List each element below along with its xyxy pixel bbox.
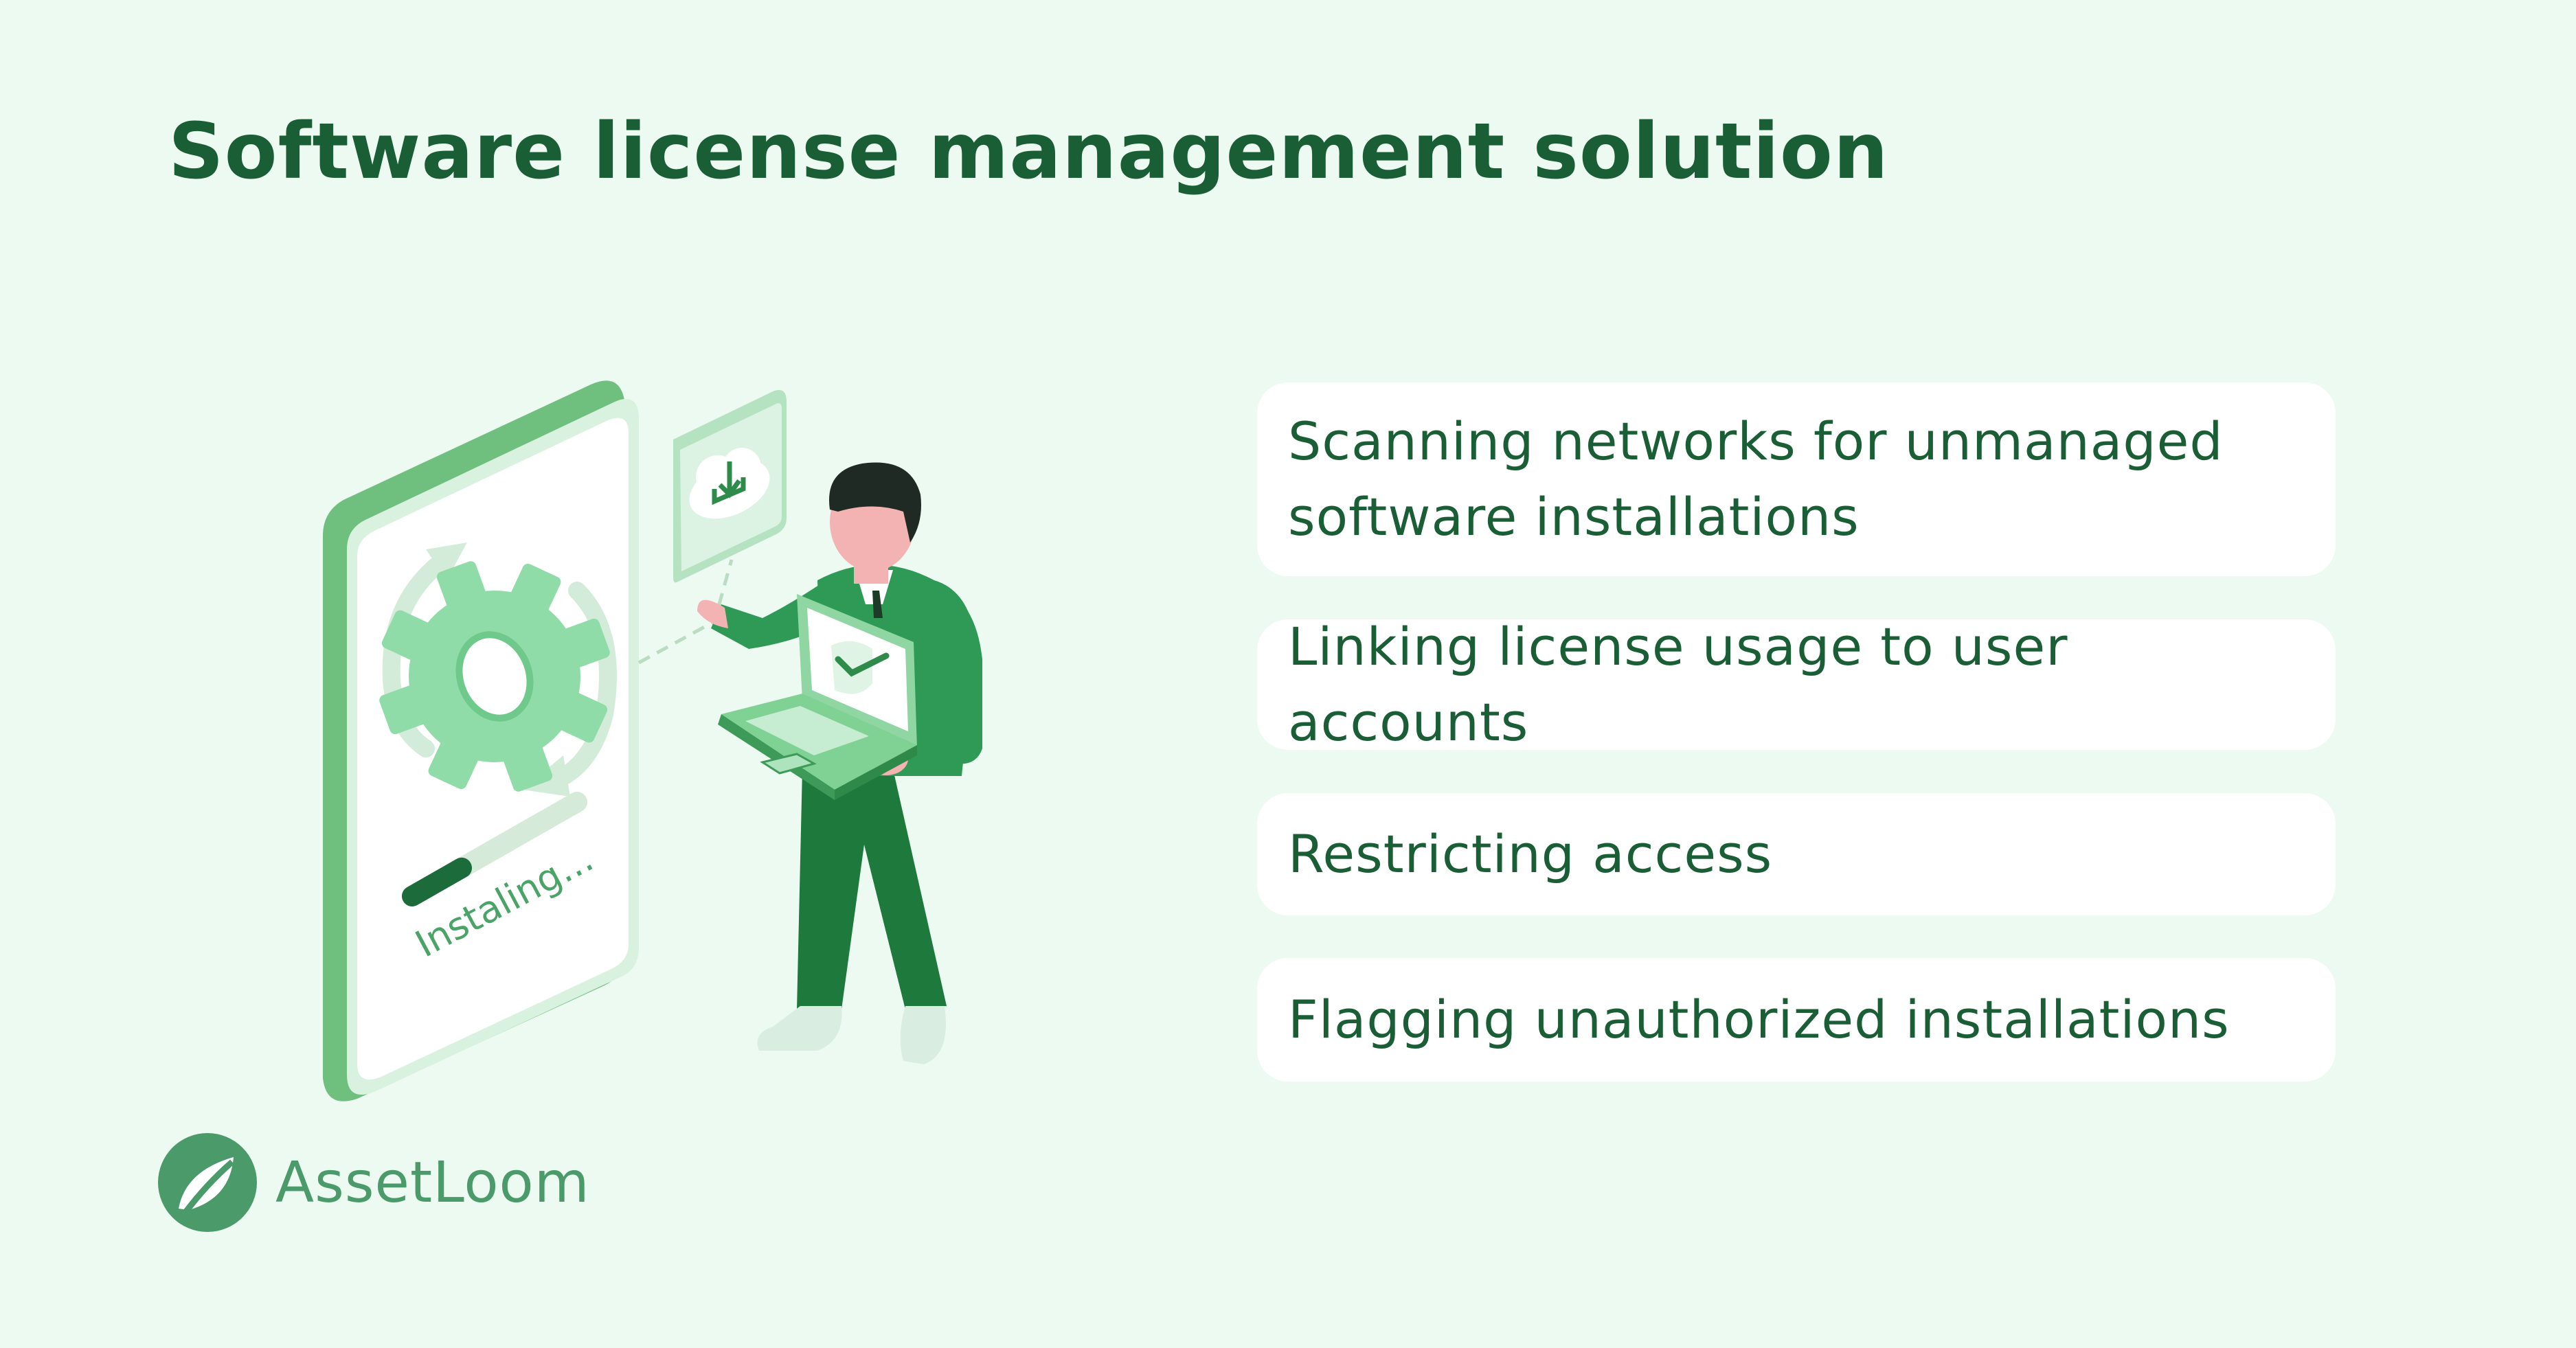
feature-text: Flagging unauthorized installations: [1288, 988, 2230, 1050]
feature-card-restricting-access: Restricting access: [1257, 793, 2336, 915]
progress-fill: [402, 857, 472, 906]
arrow-head-icon: [426, 542, 467, 580]
feature-text: Restricting access: [1288, 823, 1773, 884]
feature-card-linking-license: Linking license usage to user accounts: [1257, 616, 2336, 753]
feature-text: Scanning networks for unmanaged software…: [1288, 404, 2224, 555]
feature-card-scanning-networks: Scanning networks for unmanaged software…: [1257, 382, 2336, 576]
brand-logo: AssetLoom: [158, 1133, 590, 1233]
leaf-logo-icon: [158, 1133, 257, 1232]
progress-bar: [402, 792, 587, 906]
feature-line: software installations: [1288, 486, 1860, 547]
checkmark-icon: [831, 641, 890, 694]
feature-text: Linking license usage to user accounts: [1288, 615, 2068, 753]
feature-line: Scanning networks for unmanaged: [1288, 410, 2224, 472]
brand-name: AssetLoom: [275, 1150, 590, 1215]
laptop-icon: [718, 594, 917, 800]
gear-icon: [379, 561, 610, 792]
installation-illustration: Instaling...: [323, 380, 982, 1101]
feature-card-flagging-installations: Flagging unauthorized installations: [1257, 958, 2336, 1082]
cloud-download-box: [673, 389, 787, 583]
page-title: Software license management solution: [168, 107, 1889, 196]
illustration: Instaling...: [0, 0, 1202, 1348]
cloud-download-icon: [689, 448, 770, 519]
